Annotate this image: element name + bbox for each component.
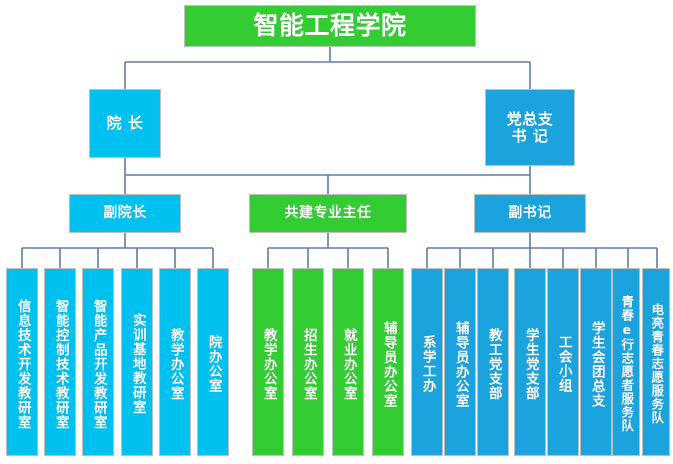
leaf-dean-1[interactable]: 信息技术开发教研室 <box>6 268 38 456</box>
leaf-dean-2[interactable]: 智能控制技术教研室 <box>44 268 76 456</box>
leaf-party-4[interactable]: 学生党支部 <box>514 268 546 456</box>
node-dean[interactable]: 院 长 <box>89 89 161 158</box>
node-root[interactable]: 智能工程学院 <box>184 5 476 47</box>
leaf-party-6[interactable]: 学生会团总支 <box>580 268 612 456</box>
node-party-secretary-line2: 书 记 <box>511 126 549 145</box>
leaf-dean-3[interactable]: 智能产品开发教研室 <box>82 268 114 456</box>
leaf-party-2[interactable]: 辅导员办公室 <box>444 268 476 456</box>
leaf-joint-2[interactable]: 招生办公室 <box>292 268 324 456</box>
node-joint-major-director[interactable]: 共建专业主任 <box>249 194 407 233</box>
leaf-party-8[interactable]: 电亮青春志愿服务队 <box>642 268 670 456</box>
node-vice-secretary[interactable]: 副书记 <box>474 194 586 233</box>
leaf-joint-3[interactable]: 就业办公室 <box>332 268 364 456</box>
leaf-party-1[interactable]: 系学工办 <box>411 268 443 456</box>
leaf-party-7[interactable]: 青春e行志愿者服务队 <box>612 268 640 456</box>
node-vice-dean[interactable]: 副院长 <box>69 194 181 233</box>
node-party-secretary-line1: 党总支 <box>506 109 554 128</box>
leaf-party-5[interactable]: 工会小组 <box>547 268 579 456</box>
leaf-joint-4[interactable]: 辅导员办公室 <box>372 268 404 456</box>
leaf-party-3[interactable]: 教工党支部 <box>477 268 509 456</box>
leaf-dean-4[interactable]: 实训基地教研室 <box>121 268 153 456</box>
node-party-secretary[interactable]: 党总支 书 记 <box>485 89 575 166</box>
leaf-joint-1[interactable]: 教学办公室 <box>252 268 284 456</box>
leaf-dean-5[interactable]: 教学办公室 <box>159 268 191 456</box>
leaf-dean-6[interactable]: 院办公室 <box>197 268 229 456</box>
